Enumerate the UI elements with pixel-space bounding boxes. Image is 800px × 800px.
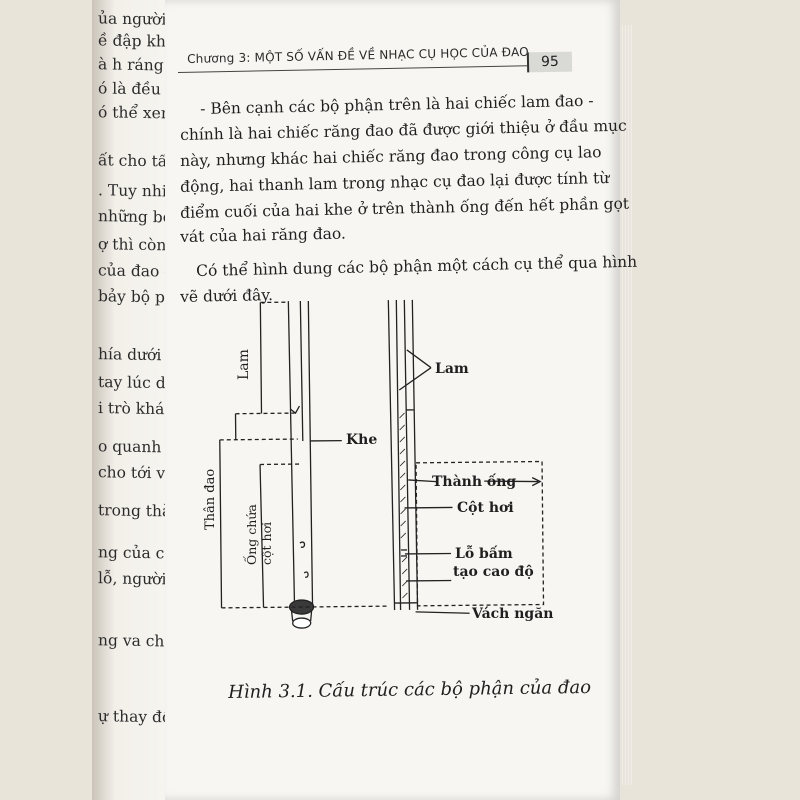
- air-column-hatch: [399, 412, 408, 599]
- right-tube-right-inner: [403, 299, 411, 610]
- dim-lam-bottom: [235, 412, 295, 415]
- leader-vach-ngan: [415, 611, 470, 614]
- dim-ong-vertical: [259, 464, 265, 608]
- label-lo-bam-2: tạo cao độ: [453, 564, 534, 580]
- leader-thanh-ong-arrow: [484, 477, 542, 487]
- leader-lam: [398, 349, 432, 391]
- right-tube-left-outer: [387, 300, 396, 611]
- detail-dashed-box: [415, 460, 545, 607]
- label-ong-chua-2: cột hơi: [259, 522, 274, 565]
- dim-than-vertical: [219, 439, 223, 608]
- label-than-dao: Thân đao: [203, 469, 218, 530]
- dim-lam-vertical: [259, 302, 263, 414]
- label-khe: Khe: [346, 432, 377, 448]
- left-tube-outer-left: [287, 301, 296, 607]
- left-base-node: [288, 599, 315, 629]
- left-slot-notch: [290, 405, 300, 415]
- label-cot-hoi: Cột hơi: [457, 500, 514, 516]
- right-tube-left-inner: [395, 300, 402, 611]
- dim-than-top: [219, 438, 298, 441]
- label-lam: Lam: [435, 361, 469, 377]
- left-tube-inner-left: [299, 301, 304, 442]
- label-thanh-ong: Thành ống: [432, 472, 516, 490]
- label-lam-vertical: Lam: [236, 349, 252, 380]
- leader-thanh-ong: [408, 479, 437, 483]
- label-ong-chua-1: Ống chứa: [242, 504, 259, 565]
- left-break-mark-2: [303, 571, 309, 578]
- dim-base: [221, 605, 390, 609]
- right-page: [165, 0, 620, 800]
- left-tube-outer-right: [307, 300, 314, 606]
- label-vach-ngan: Vách ngăn: [471, 606, 553, 622]
- label-lo-bam-1: Lỗ bấm: [455, 544, 513, 562]
- leader-cot-hoi: [404, 506, 453, 509]
- left-break-mark: [299, 541, 306, 548]
- page-edge: [618, 25, 632, 785]
